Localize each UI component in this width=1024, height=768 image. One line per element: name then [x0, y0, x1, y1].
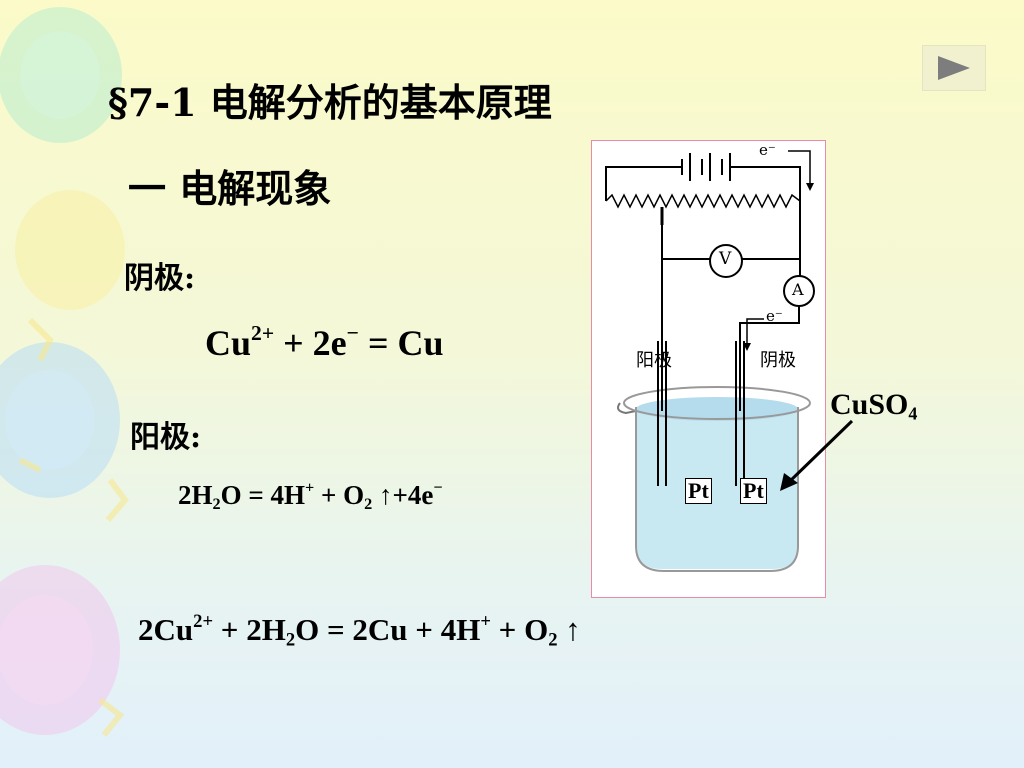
- cathode-label: 阴极:: [124, 261, 196, 296]
- electron-flow-arrow-side: [746, 318, 764, 346]
- pointer-arrow-icon: [780, 419, 854, 491]
- solution-fill: [636, 409, 798, 569]
- ammeter-label: A: [792, 280, 804, 299]
- circuit-drawing: [605, 150, 815, 572]
- anode-equation: 2H2O = 4H+ + O2 ↑+4e−: [178, 478, 443, 513]
- solution-label: CuSO4: [830, 388, 918, 424]
- electron-label-side: e⁻: [766, 307, 783, 325]
- beaker-spout: [617, 402, 637, 415]
- beaker-wall: [635, 407, 799, 572]
- balloon-decoration: [0, 7, 129, 737]
- solution-surface: [636, 397, 798, 421]
- voltmeter-label: V: [719, 249, 732, 269]
- page-title: §7-1 电解分析的基本原理: [108, 80, 552, 125]
- rheostat: [605, 193, 801, 209]
- beaker-rim: [623, 386, 811, 420]
- wire-top-left: [605, 166, 682, 201]
- electron-label-top: e⁻: [759, 141, 776, 159]
- anode-label: 阳极:: [130, 420, 202, 455]
- electrode-left: Pt: [685, 478, 712, 504]
- play-triangle-icon: [938, 56, 970, 80]
- total-equation: 2Cu2+ + 2H2O = 2Cu + 4H+ + O2 ↑: [138, 610, 581, 651]
- cathode-equation: Cu2+ + 2e− = Cu: [205, 320, 444, 363]
- wire-top-right: [734, 166, 801, 201]
- voltmeter: [709, 244, 743, 278]
- electron-flow-arrow-top: [788, 150, 811, 186]
- anode-diagram-label: 阳极: [636, 350, 672, 371]
- section-heading: 一 电解现象: [128, 166, 332, 211]
- electrolysis-diagram: e⁻ e⁻ V A 阳极 阴极 Pt Pt: [591, 140, 826, 598]
- next-slide-button[interactable]: [922, 45, 986, 91]
- electrode-right: Pt: [740, 478, 767, 504]
- cathode-diagram-label: 阴极: [760, 350, 796, 371]
